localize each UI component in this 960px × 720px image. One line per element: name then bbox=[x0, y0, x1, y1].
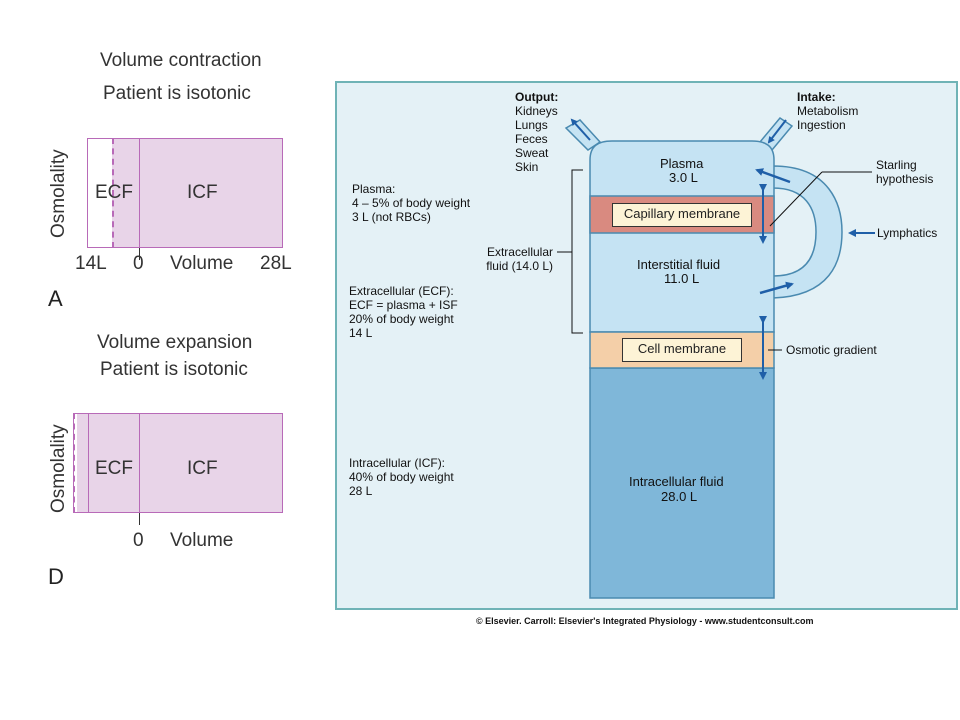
panel-d-ecf-icf-divider bbox=[139, 413, 140, 513]
panel-a-tick-volume: Volume bbox=[170, 253, 234, 274]
panel-d-ecf-label: ECF bbox=[95, 458, 133, 479]
ecf-bracket bbox=[571, 169, 583, 334]
ecf-bracket-label: Extracellular fluid (14.0 L) bbox=[467, 245, 553, 273]
ecf-bracket-line: Extracellular bbox=[486, 245, 553, 259]
copyright-credit: © Elsevier. Carroll: Elsevier's Integrat… bbox=[476, 616, 814, 626]
output-item: Kidneys bbox=[515, 104, 558, 118]
panel-d-expanded-edge bbox=[74, 414, 77, 512]
plasma-note-line: 4 – 5% of body weight bbox=[352, 196, 471, 210]
panel-d-subtitle: Patient is isotonic bbox=[100, 359, 248, 380]
panel-d-zero-tick bbox=[139, 513, 140, 525]
interstitial-volume: 11.0 L bbox=[664, 271, 700, 286]
panel-d-icf-label: ICF bbox=[187, 458, 218, 479]
panel-d-tick-zero: 0 bbox=[133, 530, 144, 551]
panel-d-letter: D bbox=[48, 564, 64, 589]
panel-a-box bbox=[87, 138, 283, 248]
icf-note-line: 28 L bbox=[349, 484, 373, 498]
panel-d-tick-volume: Volume bbox=[170, 530, 234, 551]
lymphatic-handle bbox=[772, 165, 843, 299]
interstitial-name: Interstitial fluid bbox=[637, 257, 721, 272]
ecf-note-line: ECF = plasma + ISF bbox=[349, 298, 458, 312]
panel-d-dashed-boundary bbox=[73, 413, 75, 513]
output-item: Lungs bbox=[515, 118, 548, 132]
plasma-note: Plasma: 4 – 5% of body weight 3 L (not R… bbox=[352, 182, 470, 224]
ecf-note-line: 14 L bbox=[349, 326, 373, 340]
intake-list: Metabolism Ingestion bbox=[797, 104, 858, 132]
output-header: Output: bbox=[515, 90, 559, 104]
cell-membrane-label: Cell membrane bbox=[622, 338, 742, 362]
panel-a-icf-label: ICF bbox=[187, 182, 218, 203]
output-item: Skin bbox=[515, 160, 539, 174]
panel-a-tick-14l: 14L bbox=[75, 253, 107, 274]
lymphatics-label: Lymphatics bbox=[877, 226, 938, 240]
plasma-note-line: 3 L (not RBCs) bbox=[352, 210, 431, 224]
ecf-note-line: Extracellular (ECF): bbox=[349, 284, 454, 298]
icf-note: Intracellular (ICF): 40% of body weight … bbox=[349, 456, 454, 498]
output-list: Kidneys Lungs Feces Sweat Skin bbox=[515, 104, 558, 174]
icf-note-line: Intracellular (ICF): bbox=[349, 456, 446, 470]
panel-a-subtitle: Patient is isotonic bbox=[103, 83, 251, 104]
output-item: Feces bbox=[515, 132, 548, 146]
panel-a-ecf-icf-divider bbox=[139, 138, 140, 248]
panel-a-zero-tick bbox=[139, 248, 140, 260]
intake-item: Metabolism bbox=[797, 104, 859, 118]
panel-a-dashed-boundary bbox=[112, 138, 114, 248]
icf-volume: 28.0 L bbox=[661, 489, 698, 504]
icf-body bbox=[589, 367, 775, 599]
panel-a-title: Volume contraction bbox=[100, 50, 262, 71]
panel-d-original-boundary bbox=[88, 413, 89, 513]
panel-d-box bbox=[73, 413, 283, 513]
ecf-bracket-line: fluid (14.0 L) bbox=[486, 259, 553, 273]
panel-a-tick-28l: 28L bbox=[260, 253, 292, 274]
starling-label-line2: hypothesis bbox=[876, 172, 934, 186]
plasma-name: Plasma bbox=[660, 156, 704, 171]
osmotic-gradient-label: Osmotic gradient bbox=[786, 343, 877, 357]
ecf-note: Extracellular (ECF): ECF = plasma + ISF … bbox=[349, 284, 458, 340]
panel-d-title: Volume expansion bbox=[97, 332, 253, 353]
ecf-note-line: 20% of body weight bbox=[349, 312, 454, 326]
starling-label-line1: Starling bbox=[876, 158, 917, 172]
plasma-volume: 3.0 L bbox=[669, 170, 698, 185]
icf-name: Intracellular fluid bbox=[629, 474, 724, 489]
capillary-membrane-label: Capillary membrane bbox=[612, 203, 752, 227]
output-item: Sweat bbox=[515, 146, 549, 160]
icf-note-line: 40% of body weight bbox=[349, 470, 454, 484]
panel-a-ecf-label: ECF bbox=[95, 182, 133, 203]
plasma-note-line: Plasma: bbox=[352, 182, 396, 196]
panel-a-letter: A bbox=[48, 286, 63, 311]
intake-item: Ingestion bbox=[797, 118, 846, 132]
panel-a-contracted-area bbox=[88, 139, 112, 247]
jug-upper-body bbox=[589, 140, 775, 333]
intake-header: Intake: bbox=[797, 90, 836, 104]
panel-a-tick-zero: 0 bbox=[133, 253, 144, 274]
